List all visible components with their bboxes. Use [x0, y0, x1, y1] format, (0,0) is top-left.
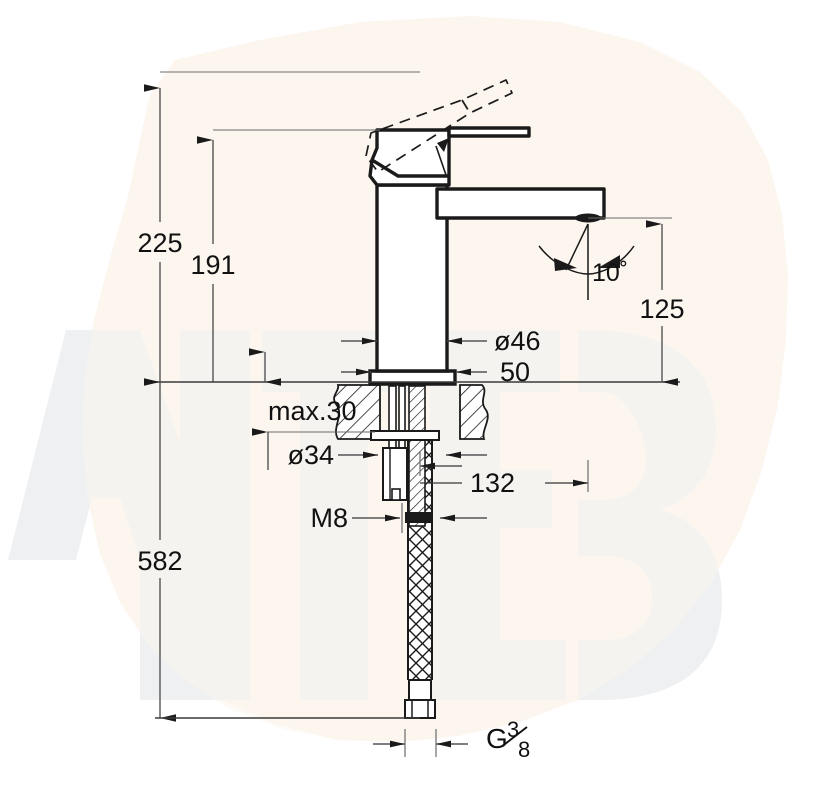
dimension-label-225: 225: [137, 228, 182, 258]
thread-label-g38: G 3 8: [486, 717, 530, 762]
dimension-132: 132: [419, 452, 589, 498]
hose-end-fitting: [404, 679, 436, 719]
lever-arm: [447, 126, 531, 138]
dimension-225: 225: [137, 71, 420, 382]
handle-head: [368, 128, 451, 187]
dimension-582: 582: [137, 378, 420, 722]
dimension-label-angle-10: 10˚: [592, 259, 628, 287]
dimension-label-max30: max.30: [268, 396, 357, 426]
dimension-label-191: 191: [190, 250, 235, 280]
dimension-angle-10: 10˚: [538, 223, 635, 300]
thread-label-denominator: 8: [518, 737, 530, 762]
dimension-50: 50: [341, 357, 530, 387]
dimension-label-132: 132: [470, 468, 515, 498]
dimension-191: 191: [190, 129, 380, 382]
dimension-label-50: 50: [500, 357, 530, 387]
dimension-125: 125: [588, 217, 685, 386]
handle-leader-line: [435, 138, 449, 176]
lever-raised-phantom: [365, 79, 513, 173]
mounting-shank: [370, 385, 440, 527]
countertop-section: [333, 384, 489, 440]
dimension-label-582: 582: [137, 546, 182, 576]
dimension-label-m8: M8: [310, 503, 348, 533]
dimension-label-125: 125: [639, 294, 684, 324]
thread-label-g: G: [486, 723, 508, 754]
dimension-dia46: ø46: [341, 326, 541, 356]
spout: [435, 187, 606, 220]
dimension-dia34: ø34: [252, 428, 487, 470]
dimension-max30: max.30: [249, 348, 357, 426]
dimension-label-dia46: ø46: [494, 326, 541, 356]
dimension-m8: M8: [310, 503, 487, 533]
dimension-label-dia34: ø34: [287, 440, 334, 470]
dimension-g38: [373, 729, 468, 757]
